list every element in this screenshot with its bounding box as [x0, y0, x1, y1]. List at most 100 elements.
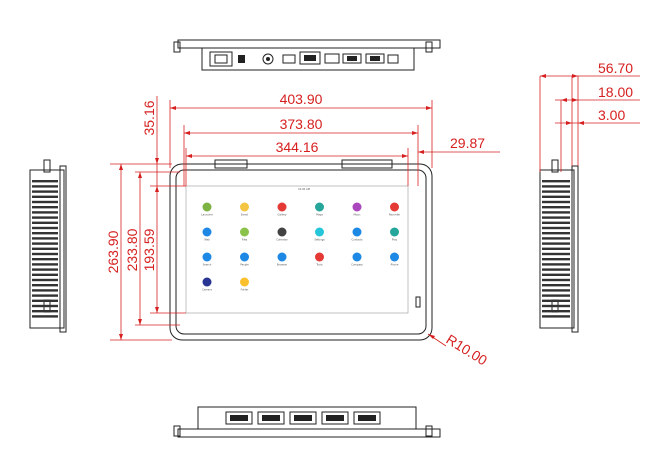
app-icon-shape	[390, 252, 399, 262]
app-icon-label: Gallery	[278, 213, 287, 217]
heatsink-fin	[542, 299, 570, 302]
heatsink-fin	[542, 268, 570, 271]
app-icon-shape	[390, 227, 399, 237]
heatsink-fin	[542, 211, 570, 214]
dim-screen-height: 193.59	[141, 228, 157, 271]
app-icon-shape	[352, 202, 362, 212]
app-icon-shape	[202, 277, 212, 287]
dim-depth-total: 56.70	[598, 60, 633, 76]
dim-depth-bezel: 18.00	[598, 84, 633, 100]
heatsink-fin	[542, 190, 570, 193]
right-side-view	[539, 159, 579, 333]
app-icon[interactable]: Web	[202, 227, 212, 242]
heatsink-fin	[542, 273, 570, 276]
app-icon-shape	[352, 227, 362, 237]
app-icon-shape	[202, 202, 212, 212]
app-icon-shape	[390, 202, 399, 212]
app-icon[interactable]: Maps	[315, 202, 324, 217]
heatsink-fin	[542, 278, 570, 282]
heatsink-fin	[542, 284, 570, 287]
dim-overall-height: 263.90	[105, 230, 121, 273]
heatsink-fin	[32, 237, 58, 240]
app-icon-shape	[315, 252, 324, 262]
app-icon[interactable]: Folder	[240, 277, 250, 292]
heatsink-fin	[542, 304, 570, 308]
app-icon-label: Maps	[316, 213, 323, 217]
app-icon-shape	[315, 227, 324, 237]
app-icon[interactable]: Tools	[315, 252, 324, 267]
app-icon-label: Tools	[316, 263, 323, 267]
app-icon-shape	[352, 252, 362, 262]
app-icon[interactable]: People	[240, 252, 249, 267]
app-icon[interactable]: Music	[352, 202, 362, 217]
heatsink-fin	[542, 216, 570, 219]
horizontal-dimensions: 403.90 373.80 344.16 29.87	[169, 91, 500, 186]
app-icon[interactable]: Camera	[202, 277, 212, 292]
app-icon-label: Contacts	[351, 238, 363, 242]
heatsink-fin	[542, 247, 570, 250]
app-icon-label: Compass	[351, 263, 363, 267]
heatsink-fin	[32, 299, 58, 302]
heatsink-fin	[32, 278, 58, 282]
dim-inner-width: 373.80	[280, 116, 323, 132]
app-icon-label: Play	[392, 238, 398, 242]
app-icon-label: Search	[203, 263, 212, 267]
app-icon-shape	[277, 202, 287, 212]
app-icon[interactable]: Recorder	[389, 202, 401, 217]
heatsink-fin	[542, 263, 570, 266]
app-icon[interactable]: Contacts	[351, 227, 363, 242]
screen-status-text: 10:00 AM	[298, 187, 310, 191]
heatsink-fin	[542, 289, 570, 292]
app-icon[interactable]: Gallery	[277, 202, 287, 217]
heatsink-fin	[542, 195, 570, 198]
dim-screen-width: 344.16	[276, 139, 319, 155]
app-icon-label: Browser	[277, 263, 288, 267]
heatsink-fin	[32, 315, 58, 318]
heatsink-fin	[542, 206, 570, 209]
app-icon[interactable]: Play	[390, 227, 399, 242]
app-icon[interactable]: Phone	[390, 252, 399, 267]
dim-top-offset: 35.16	[141, 100, 157, 135]
heatsink-fin	[542, 237, 570, 240]
app-icon[interactable]: Calendar	[276, 227, 289, 242]
heatsink-fin	[542, 310, 570, 313]
app-icon[interactable]: Search	[202, 252, 212, 267]
heatsink-fin	[32, 190, 58, 193]
vertical-dimensions: 263.90 233.80 193.59 35.16	[105, 96, 186, 341]
app-icon-label: Phone	[391, 263, 399, 267]
dim-bezel-thickness: 3.00	[598, 107, 625, 123]
app-icon-label: Calendar	[276, 238, 288, 242]
app-icon-label: Email	[241, 213, 248, 217]
app-icon-label: Recorder	[389, 213, 401, 217]
heatsink-fin	[32, 304, 58, 308]
app-icon[interactable]: Launcher	[201, 202, 214, 217]
app-icon-shape	[277, 252, 287, 262]
app-icon[interactable]: Files	[240, 227, 249, 242]
app-icon-label: Folder	[241, 288, 250, 292]
heatsink-fin	[542, 226, 570, 230]
app-icon[interactable]: Compass	[351, 252, 363, 267]
app-icon[interactable]: Email	[240, 202, 249, 217]
heatsink-fin	[542, 221, 570, 224]
heatsink-fin	[542, 258, 570, 261]
heatsink-fin	[32, 211, 58, 214]
dim-overall-width: 403.90	[280, 91, 323, 107]
radius-callout: R10.00	[427, 331, 490, 369]
dim-corner-radius: R10.00	[443, 331, 490, 369]
heatsink-fin	[32, 232, 58, 235]
heatsink-fin	[542, 180, 570, 183]
app-icon[interactable]: Browser	[277, 252, 288, 267]
heatsink-fin	[32, 252, 58, 256]
screen-area	[185, 185, 409, 314]
bottom-view	[173, 406, 441, 438]
app-icon-label: Web	[204, 238, 210, 242]
heatsink-fin	[32, 294, 58, 297]
heatsink-fin	[542, 294, 570, 297]
heatsink-fin	[542, 185, 570, 188]
app-icon[interactable]: Settings	[314, 227, 325, 242]
app-icon-label: People	[240, 263, 249, 267]
dim-inner-height: 233.80	[124, 228, 140, 271]
heatsink-fin	[32, 242, 58, 245]
heatsink-fin	[542, 200, 570, 204]
